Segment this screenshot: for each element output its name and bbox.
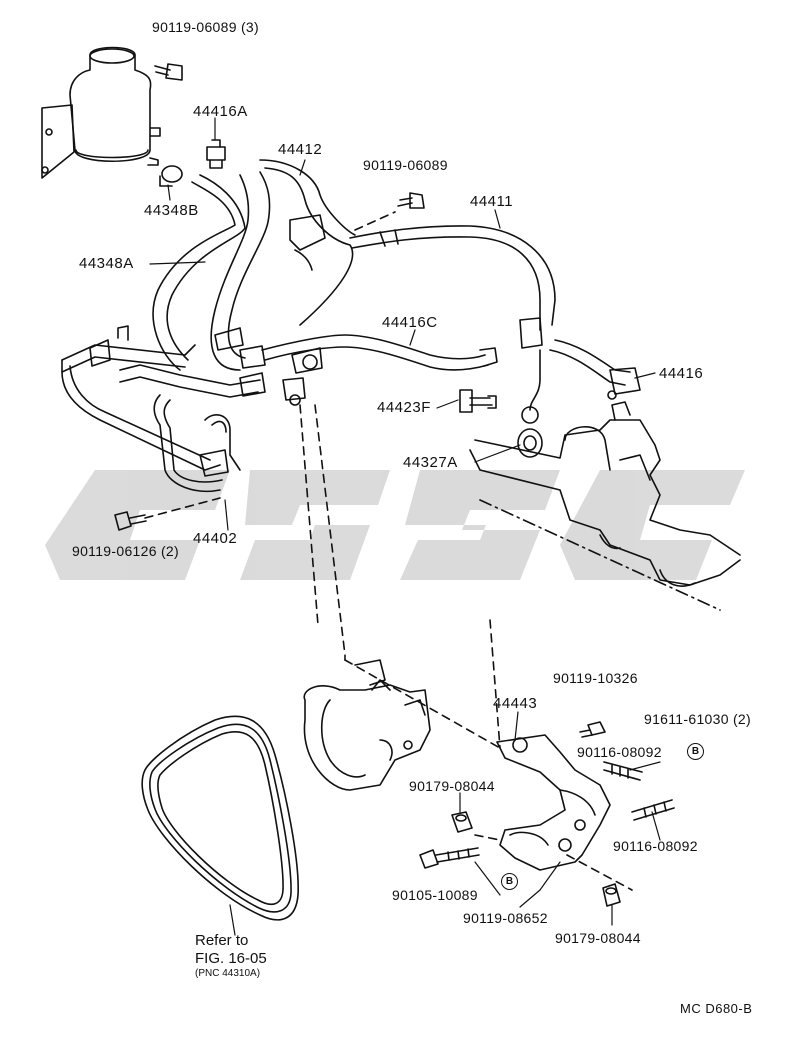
pump-bracket-44443 (496, 734, 611, 871)
bolt-90119-06126-icon (114, 511, 147, 531)
reference-line-3: (PNC 44310A) (195, 968, 261, 979)
nut-90179-08044-b-icon (602, 883, 621, 907)
label-44416: 44416 (659, 365, 704, 382)
badge-b-2: B (501, 873, 518, 890)
label-44348A: 44348A (79, 255, 134, 272)
stud-90116-08092-b-icon (631, 799, 675, 821)
return-hose-44412 (210, 159, 356, 371)
label-leaders (149, 117, 661, 936)
label-90119-10326: 90119-10326 (553, 670, 638, 686)
bolt-90119-06089-icon (397, 192, 425, 209)
label-90179-08044-b: 90179-08044 (555, 930, 641, 946)
label-90119-06089: 90119-06089 (363, 157, 448, 173)
stud-90116-08092-a-icon (603, 761, 643, 781)
reference-line-1: Refer to (195, 932, 249, 949)
label-90119-06126-2: 90119-06126 (2) (72, 543, 179, 559)
bolt-90119-10326-icon (579, 721, 606, 738)
label-90119-06089-3: 90119-06089 (3) (152, 19, 259, 35)
steering-gear-housing (469, 401, 741, 611)
label-90105-10089: 90105-10089 (392, 887, 478, 903)
union-fitting-icon (214, 214, 326, 406)
figure-code: MC D680-B (680, 1001, 753, 1016)
label-90179-08044-a: 90179-08044 (409, 778, 495, 794)
label-90116-08092-b: 90116-08092 (613, 838, 698, 854)
label-90116-08092-a: 90116-08092 (577, 744, 662, 760)
bolt-icon (154, 63, 183, 81)
label-91611-61030-2: 91611-61030 (2) (644, 711, 751, 727)
label-44423F: 44423F (377, 399, 431, 416)
label-44348B: 44348B (144, 202, 199, 219)
label-44443: 44443 (493, 695, 538, 712)
clip-44416A-icon (206, 139, 226, 169)
nut-90179-08044-a-icon (451, 811, 473, 833)
bolt-44423F-icon (459, 389, 497, 413)
v-belt (141, 715, 299, 921)
label-44327A: 44327A (403, 454, 458, 471)
badge-b-1: B (687, 743, 704, 760)
label-90119-08652: 90119-08652 (463, 910, 548, 926)
watermark-logo (45, 470, 745, 580)
pressure-tube-44416 (519, 317, 641, 424)
label-44416A: 44416A (193, 103, 248, 120)
hose-44348A (152, 174, 246, 371)
bolt-90105-10089-icon (419, 847, 480, 869)
label-44412: 44412 (278, 141, 323, 158)
leader-lines (144, 211, 633, 891)
pump-body (303, 659, 431, 791)
reservoir-tank (41, 46, 161, 179)
cooler-tube-44402 (61, 325, 261, 493)
reference-line-2: FIG. 16-05 (195, 950, 267, 967)
label-44402: 44402 (193, 530, 238, 547)
pressure-hose-44411 (349, 225, 556, 331)
tube-44416C (261, 334, 498, 371)
grommet-44327A-icon (517, 428, 543, 458)
label-44416C: 44416C (382, 314, 438, 331)
clamp-44348B-icon (159, 165, 183, 187)
label-44411: 44411 (470, 193, 514, 210)
